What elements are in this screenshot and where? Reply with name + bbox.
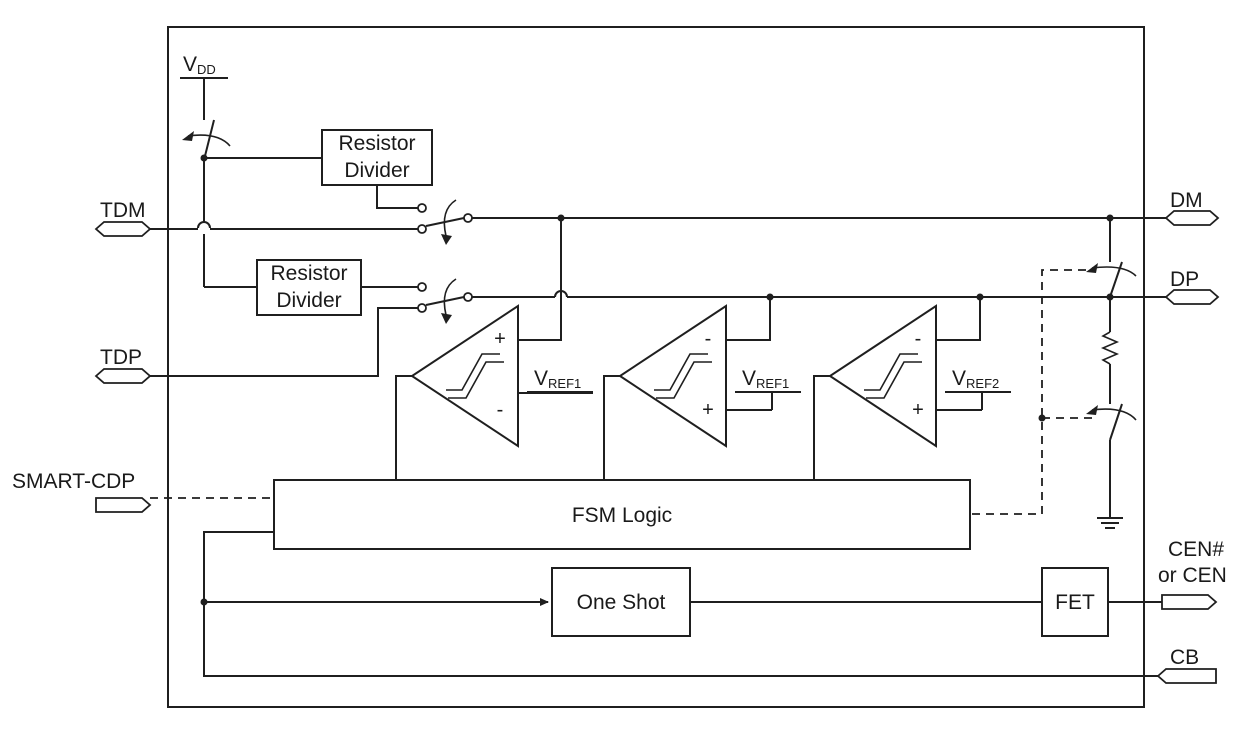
resistor-divider-2-line1: Resistor [270, 262, 347, 285]
pulldown-resistor [1100, 297, 1120, 404]
resistor-divider-2: Resistor Divider [256, 259, 362, 316]
comparator-1-top-sign: + [494, 328, 506, 350]
one-shot-label: One Shot [577, 591, 666, 614]
tdm-pin[interactable]: TDM [94, 199, 152, 237]
fet-block: FET [1041, 567, 1109, 637]
comparator-2: - + [618, 304, 727, 448]
dm-pin[interactable]: DM [1164, 189, 1220, 226]
comparator-2-top-sign: - [705, 328, 712, 350]
smart-cdp-pin[interactable]: SMART-CDP [12, 470, 152, 513]
resistor-divider-2-line2: Divider [276, 289, 341, 312]
comparator-3-bottom-sign: + [912, 399, 924, 421]
chip-outline [167, 26, 1145, 708]
dp-pin[interactable]: DP [1164, 268, 1220, 305]
dm-mux-switch [417, 199, 473, 245]
resistor-divider-1-line1: Resistor [338, 132, 415, 155]
cen-pin[interactable]: CEN# or CEN [1158, 538, 1227, 610]
cen-label-line1: CEN# [1168, 538, 1224, 561]
comparator-3-top-sign: - [915, 328, 922, 350]
ground-symbol [1097, 517, 1123, 529]
cb-pin[interactable]: CB [1156, 646, 1217, 684]
cen-label-line2: or CEN [1158, 564, 1227, 587]
fsm-logic-label: FSM Logic [572, 504, 672, 527]
tdp-pin[interactable]: TDP [94, 346, 152, 384]
dm-dp-short-switch [1086, 218, 1137, 298]
switch-control-line [972, 269, 1096, 515]
tdm-label: TDM [100, 199, 146, 222]
vdd-supply: VDD [180, 53, 228, 120]
comparator-1-bottom-sign: - [497, 399, 504, 421]
vdd-switch [182, 119, 231, 162]
fsm-logic-block: FSM Logic [273, 479, 971, 550]
pulldown-switch [1086, 403, 1137, 518]
smart-cdp-label: SMART-CDP [12, 470, 135, 493]
resistor-divider-1-line2: Divider [344, 159, 409, 182]
fet-label: FET [1055, 591, 1095, 614]
tdp-label: TDP [100, 346, 142, 369]
dm-label: DM [1170, 189, 1203, 212]
one-shot-block: One Shot [551, 567, 691, 637]
dp-mux-switch [417, 278, 473, 324]
cb-label: CB [1170, 646, 1199, 669]
dp-label: DP [1170, 268, 1199, 291]
vdd-label: VDD [183, 53, 216, 77]
comparator-2-ref-label: VREF1 [742, 367, 789, 391]
comparator-2-bottom-sign: + [702, 399, 714, 421]
comparator-1-ref-label: VREF1 [534, 367, 581, 391]
comparator-1: + - [410, 304, 519, 448]
comparator-3: - + [828, 304, 937, 448]
comparator-3-ref-label: VREF2 [952, 367, 999, 391]
resistor-divider-1: Resistor Divider [321, 129, 433, 186]
